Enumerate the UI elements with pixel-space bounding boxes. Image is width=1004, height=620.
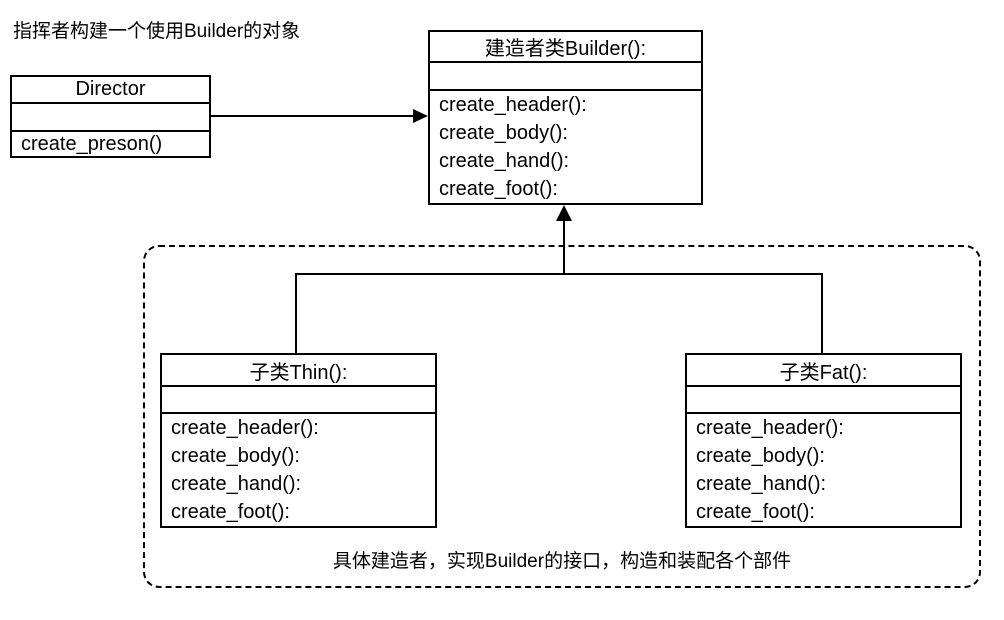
association-arrow [211,109,428,123]
group-caption: 具体建造者，实现Builder的接口，构造和装配各个部件 [332,551,792,572]
builder-method: create_foot(): [439,178,558,200]
builder-method: create_header(): [439,94,587,116]
director-class-title: Director [12,77,209,104]
fat-method: create_body(): [696,445,825,467]
concrete-builders-group-outline [143,245,981,588]
director-methods-section: create_preson() [12,132,209,156]
director-class-box: Director create_preson() [10,75,211,158]
fat-methods-section: create_header(): create_body(): create_h… [687,414,960,526]
director-method: create_preson() [21,133,163,155]
thin-class-title: 子类Thin(): [162,355,435,388]
thin-class-box: 子类Thin(): create_header(): create_body()… [160,353,437,528]
builder-method: create_hand(): [439,150,570,172]
builder-class-box: 建造者类Builder(): create_header(): create_b… [428,30,703,205]
fat-method: create_hand(): [696,473,827,495]
thin-method: create_hand(): [171,473,302,495]
thin-method: create_foot(): [171,501,290,523]
builder-methods-section: create_header(): create_body(): create_h… [430,91,701,203]
builder-method: create_body(): [439,122,568,144]
thin-method: create_body(): [171,445,300,467]
thin-methods-section: create_header(): create_body(): create_h… [162,414,435,526]
top-annotation: 指挥者构建一个使用Builder的对象 [13,21,301,42]
builder-attributes-section [430,63,701,91]
builder-class-title: 建造者类Builder(): [430,32,701,64]
fat-method: create_foot(): [696,501,815,523]
thin-attributes-section [162,387,435,414]
thin-method: create_header(): [171,417,319,439]
fat-class-box: 子类Fat(): create_header(): create_body():… [685,353,962,528]
fat-attributes-section [687,387,960,414]
director-attributes-section [12,104,209,132]
fat-class-title: 子类Fat(): [687,355,960,388]
fat-method: create_header(): [696,417,844,439]
